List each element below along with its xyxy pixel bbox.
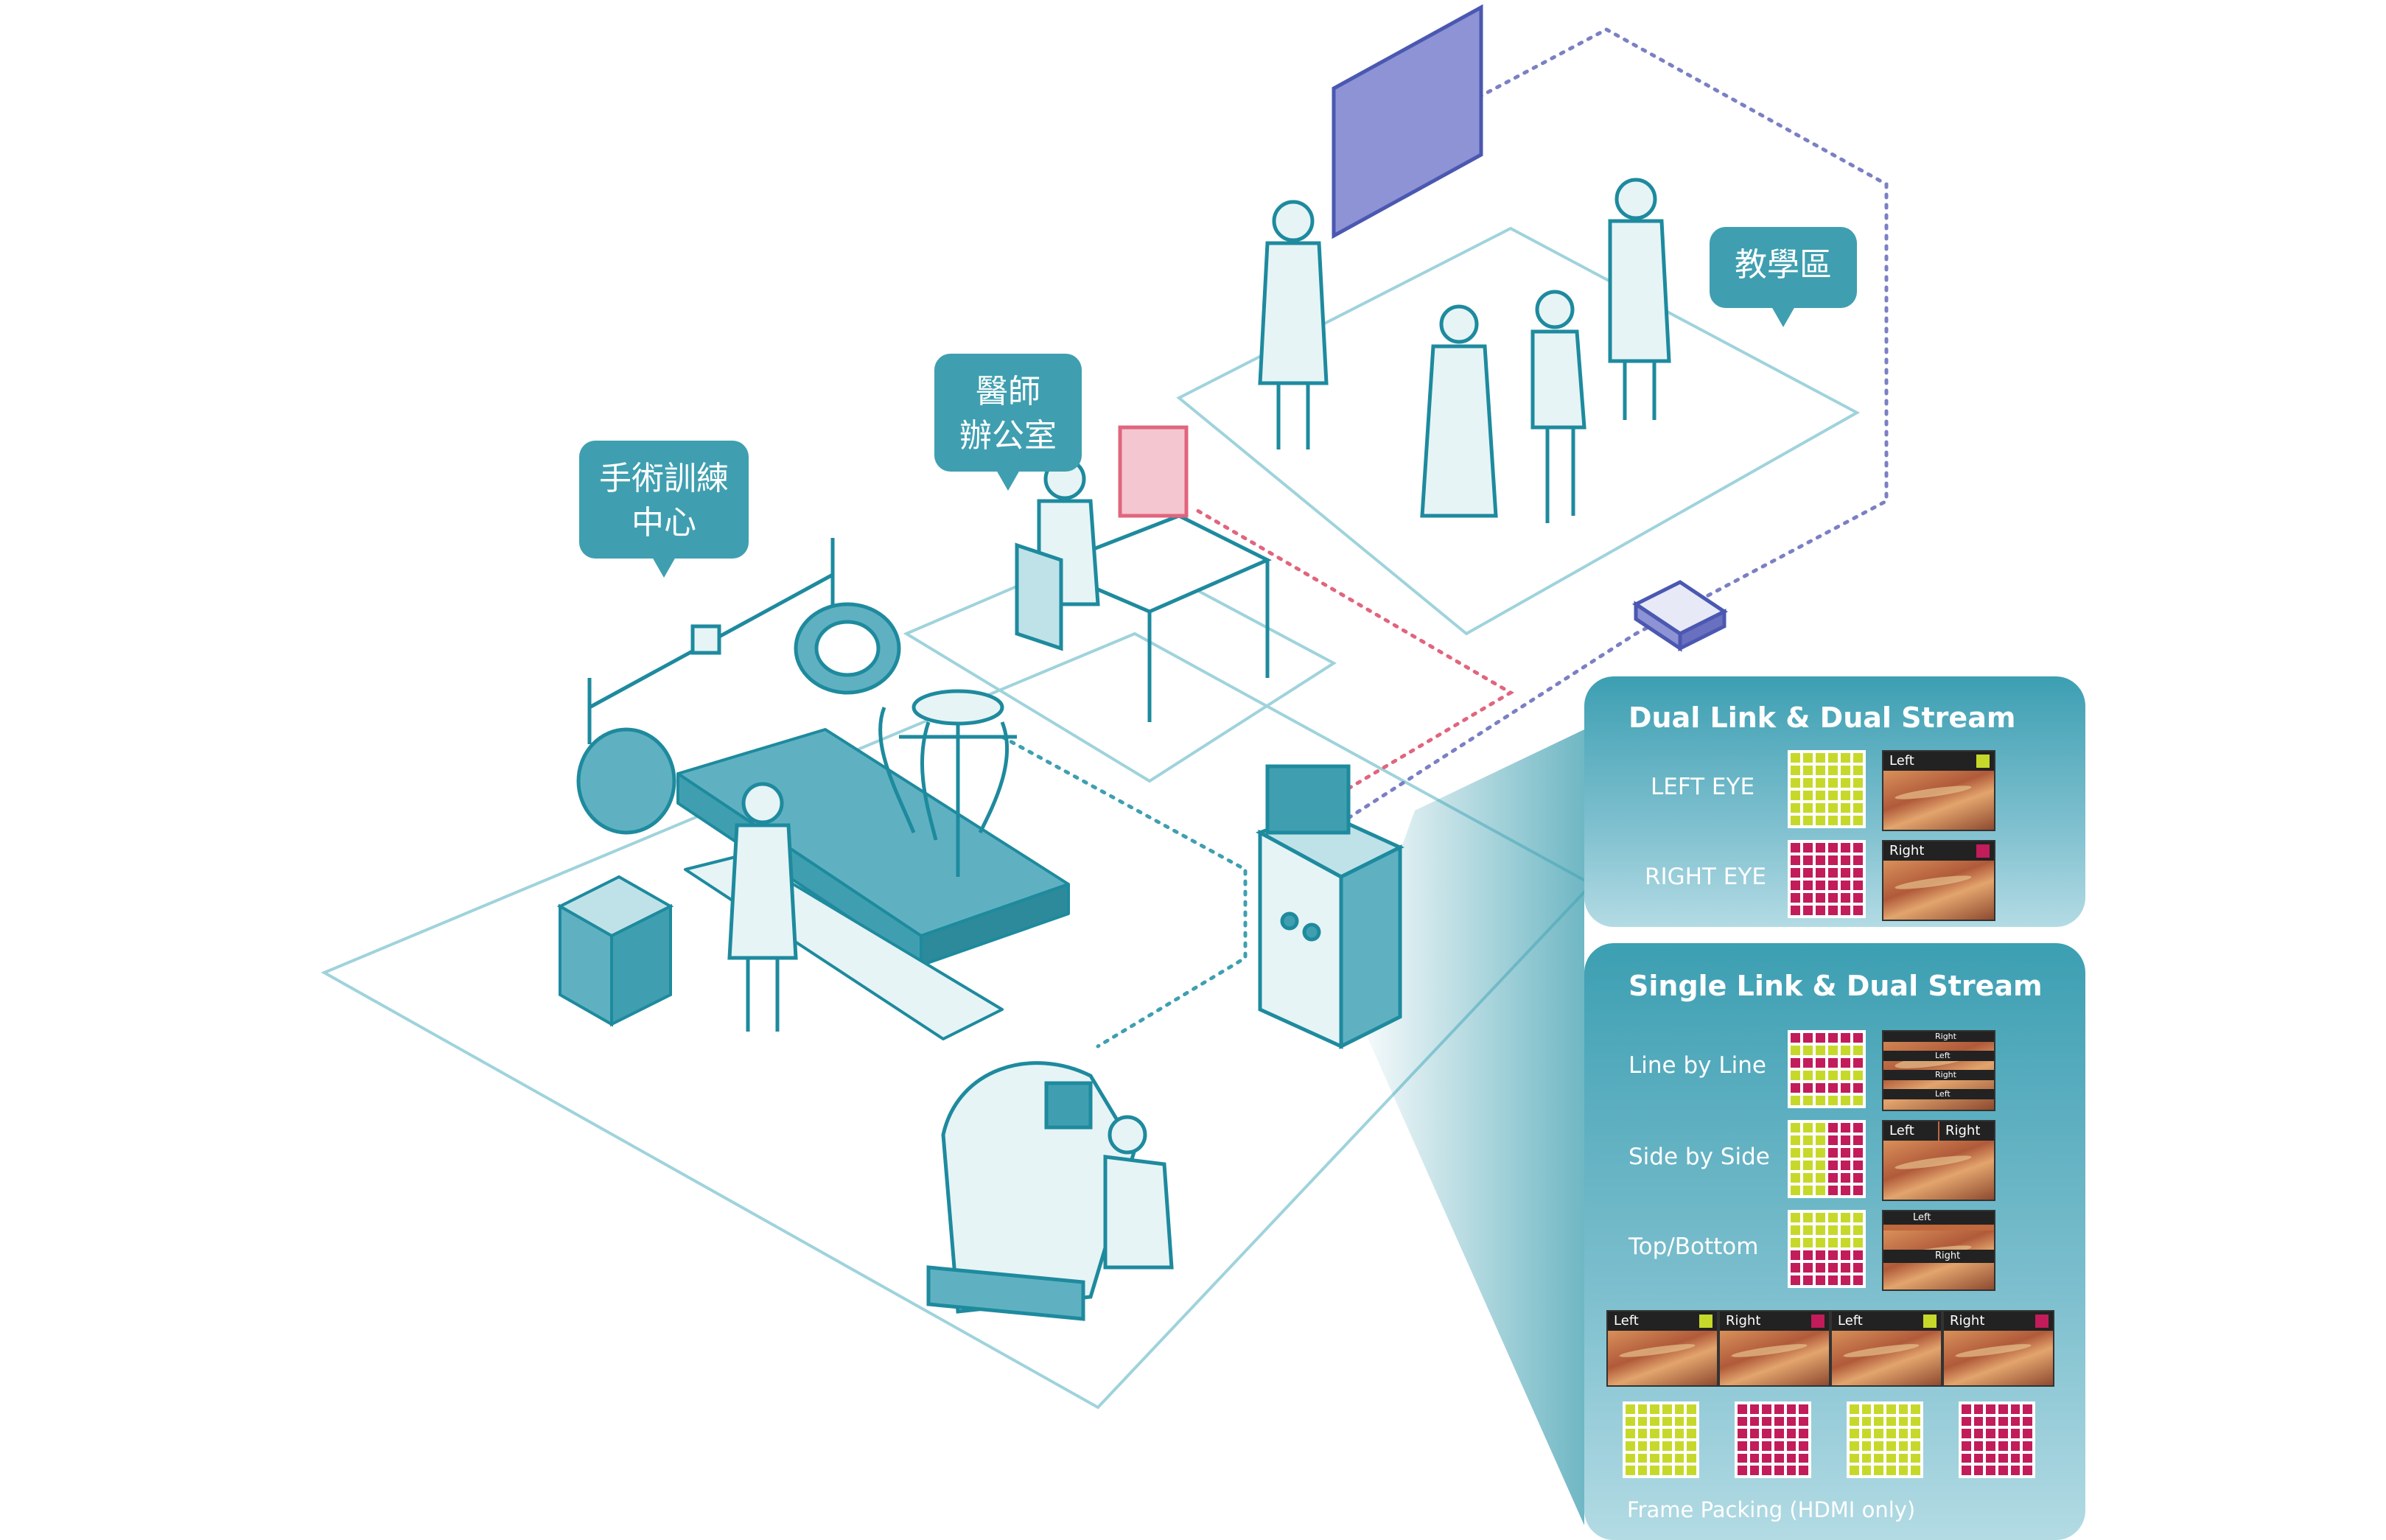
lbl-tag-left-2: Left [1883,1089,1994,1099]
fp-tag-right-2: Right [1944,1312,2053,1331]
teaching-people [1258,178,1671,523]
top-bottom-thumbnail: Left Right [1882,1210,1995,1291]
doctor-office-label-line1: 醫師 [976,373,1040,410]
lbl-tag-left-1: Left [1883,1051,1994,1061]
fp-thumb-left-2: Left [1830,1310,1942,1387]
fp-tag-left-1: Left [1608,1312,1717,1331]
fp-thumb-right-1: Right [1718,1310,1830,1387]
right-eye-grid [1788,840,1866,918]
tb-tag-left: Left [1883,1211,1994,1225]
single-link-panel: Single Link & Dual Stream Line by Line S… [1584,943,2085,1540]
fp-thumb-right-2: Right [1942,1310,2054,1387]
fp-grid-right-1 [1735,1401,1811,1478]
doctor-office-desk [1015,425,1272,722]
doctor-office-label-line2: 辦公室 [959,417,1057,455]
left-eye-thumb-tag: Left [1883,752,1994,771]
surgical-robot-arms [878,689,1017,877]
right-eye-thumb-tag: Right [1883,841,1994,861]
left-eye-grid [1788,750,1866,828]
sbs-tag-right: Right [1939,1121,1994,1141]
teaching-display [1332,4,1483,239]
video-processing-tower [1256,764,1404,1050]
fp-thumb-left-1: Left [1606,1310,1718,1387]
surgeon-console [926,1061,1174,1321]
right-eye-thumbnail: Right [1882,840,1995,921]
fp-tag-right-1: Right [1720,1312,1829,1331]
line-by-line-label: Line by Line [1628,1052,1766,1079]
lbl-tag-right-1: Right [1883,1032,1994,1042]
sbs-tag-left: Left [1883,1121,1938,1141]
fp-grid-left-2 [1847,1401,1923,1478]
single-link-title: Single Link & Dual Stream [1628,970,2043,1002]
line-by-line-grid [1788,1030,1866,1108]
fp-tag-left-2: Left [1832,1312,1941,1331]
teaching-area-label: 教學區 [1735,246,1832,284]
side-by-side-label: Side by Side [1628,1144,1770,1170]
top-bottom-label: Top/Bottom [1628,1233,1759,1260]
top-bottom-grid [1788,1210,1866,1288]
training-center-callout: 手術訓練 中心 [579,441,749,578]
instrument-cart [556,875,674,1027]
training-center-label-line2: 中心 [632,504,696,542]
tb-tag-right: Right [1883,1250,1994,1263]
frame-packing-label: Frame Packing (HDMI only) [1627,1497,1916,1522]
link-teaching [1346,27,1889,820]
surgical-lights [576,538,901,835]
lbl-tag-right-2: Right [1883,1070,1994,1080]
teaching-area-callout: 教學區 [1710,227,1857,327]
left-eye-label: LEFT EYE [1651,774,1755,800]
fp-grid-right-2 [1959,1401,2035,1478]
line-by-line-thumbnail: Right Left Right Left [1882,1030,1995,1111]
fp-grid-left-1 [1623,1401,1699,1478]
signal-links [1000,27,1889,1049]
surgeon-standing [727,782,798,1032]
left-eye-thumbnail: Left [1882,750,1995,831]
receiver-box [1632,580,1728,652]
link-robot [1000,735,1248,1049]
link-office [1192,506,1514,791]
table-end [920,883,1070,967]
training-center-label-line1: 手術訓練 [599,460,729,497]
dual-link-title: Dual Link & Dual Stream [1628,701,2016,734]
dual-link-panel: Dual Link & Dual Stream LEFT EYE RIGHT E… [1584,676,2085,927]
right-eye-label: RIGHT EYE [1645,864,1766,890]
side-by-side-thumbnail: Left Right [1882,1120,1995,1201]
teaching-floor [1176,226,1861,636]
doctor-office-callout: 醫師 辦公室 [934,354,1082,491]
side-by-side-grid [1788,1120,1866,1198]
projection-beam [1348,729,1584,1525]
